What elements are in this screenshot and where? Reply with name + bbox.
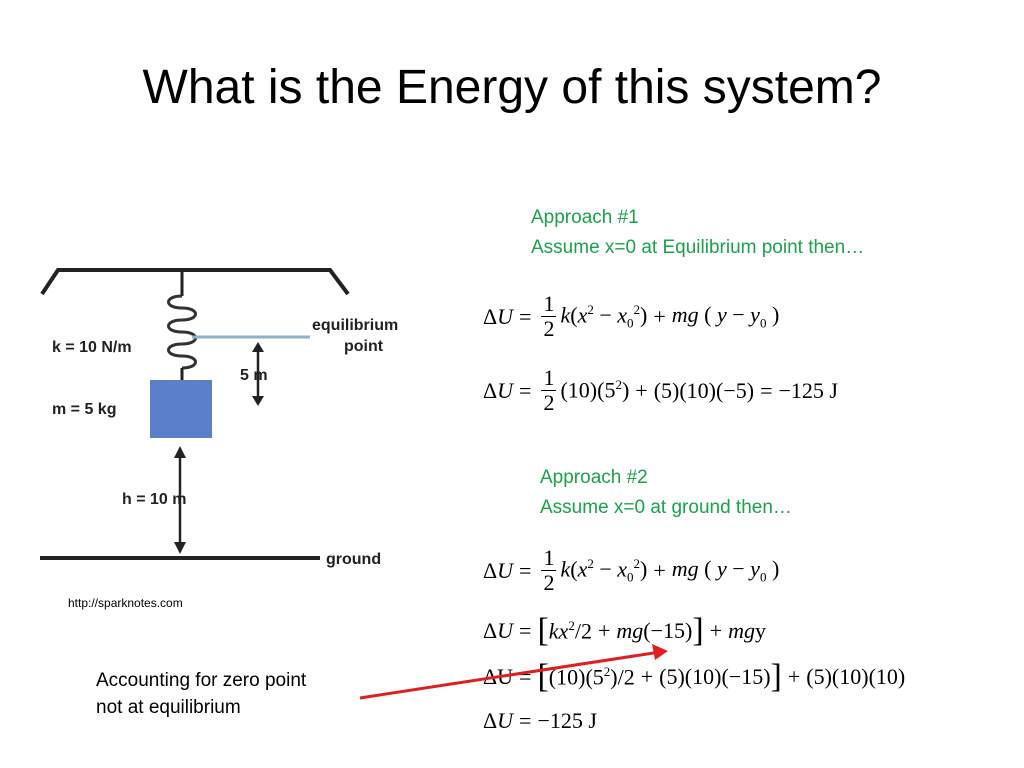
approach1-subtitle: Assume x=0 at Equilibrium point then… [531, 237, 865, 258]
height-label: h = 10 m [122, 491, 186, 508]
spring-mass-diagram: k = 10 N/m m = 5 kg h = 10 m equilibrium… [40, 268, 398, 568]
approach1-heading: Approach #1 [531, 207, 639, 228]
ceiling-line [40, 268, 350, 296]
equation-1-result: −125 J [778, 377, 838, 403]
mass-label: m = 5 kg [52, 401, 116, 418]
equilibrium-label-line2: point [344, 338, 384, 355]
source-credit: http://sparknotes.com [68, 596, 183, 610]
equation-2d: ΔU= −125 J [483, 708, 597, 733]
approach2-subtitle: Assume x=0 at ground then… [540, 497, 792, 518]
spring-coil [167, 294, 197, 370]
equation-2c: ΔU= [(10)(52)/2+(5)(10)(−15)] +(5)(10)(1… [483, 658, 906, 696]
equation-2b: ΔU= [kx2/2+mg(−15)] +mgy [483, 612, 766, 650]
equilibrium-label-line1: equilibrium [312, 317, 398, 334]
mass-block [150, 380, 212, 438]
equation-2-result: −125 J [537, 708, 597, 733]
annotation-note: Accounting for zero point not at equilib… [96, 667, 306, 721]
slide-title: What is the Energy of this system? [142, 61, 882, 114]
approach1-block: Approach #1 Assume x=0 at Equilibrium po… [531, 203, 864, 263]
approach2-heading: Approach #2 [540, 467, 648, 488]
approach2-block: Approach #2 Assume x=0 at ground then… [540, 463, 792, 523]
note-line-2: not at equilibrium [96, 697, 241, 718]
ground-label: ground [326, 551, 381, 568]
displacement-label: 5 m [240, 367, 268, 384]
spring-constant-label: k = 10 N/m [52, 339, 132, 356]
note-line-1: Accounting for zero point [96, 670, 307, 691]
